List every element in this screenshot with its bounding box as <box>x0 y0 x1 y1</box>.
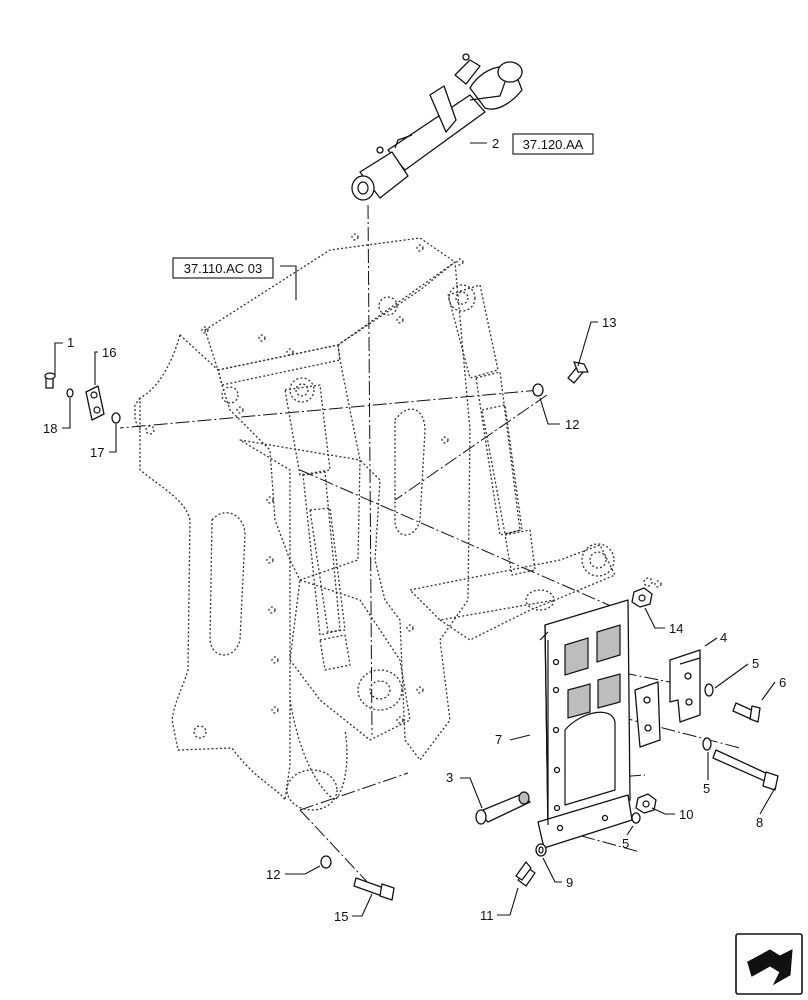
callout-3: 3 <box>446 770 453 785</box>
callout-7: 7 <box>495 732 502 747</box>
callout-4: 4 <box>720 630 727 645</box>
callout-11: 11 <box>480 908 494 923</box>
reference-box-frame[interactable]: 37.110.AC 03 <box>172 257 274 279</box>
callout-17: 17 <box>90 445 104 460</box>
callout-14: 14 <box>669 621 683 636</box>
hitch-frame <box>134 233 662 811</box>
callout-12a: 12 <box>565 417 579 432</box>
callout-9: 9 <box>566 875 573 890</box>
callout-12b: 12 <box>266 867 280 882</box>
callout-labels: 1 2 3 4 5 5 5 6 7 8 9 10 11 12 12 13 14 … <box>43 136 786 924</box>
callout-5a: 5 <box>752 656 759 671</box>
callout-5b: 5 <box>703 781 710 796</box>
callout-10: 10 <box>679 807 693 822</box>
callout-13: 13 <box>602 315 616 330</box>
callout-5c: 5 <box>622 836 629 851</box>
callout-6: 6 <box>779 675 786 690</box>
small-parts <box>44 361 779 901</box>
callout-8: 8 <box>756 815 763 830</box>
lift-cylinders <box>284 284 536 711</box>
drive-shaft-part-2 <box>351 53 523 201</box>
callout-1: 1 <box>67 335 74 350</box>
callout-2: 2 <box>492 136 499 151</box>
reference-label-upper: 37.120.AA <box>523 137 584 152</box>
callout-16: 16 <box>102 345 116 360</box>
next-page-arrow-icon[interactable] <box>735 933 803 995</box>
callout-18: 18 <box>43 421 57 436</box>
reference-label-frame: 37.110.AC 03 <box>184 261 263 276</box>
leader-lines <box>54 142 776 917</box>
assembly-center-lines <box>119 204 741 886</box>
mounting-plate-part-7 <box>537 599 633 849</box>
callout-15: 15 <box>334 909 348 924</box>
reference-box-upper[interactable]: 37.120.AA <box>512 133 594 155</box>
